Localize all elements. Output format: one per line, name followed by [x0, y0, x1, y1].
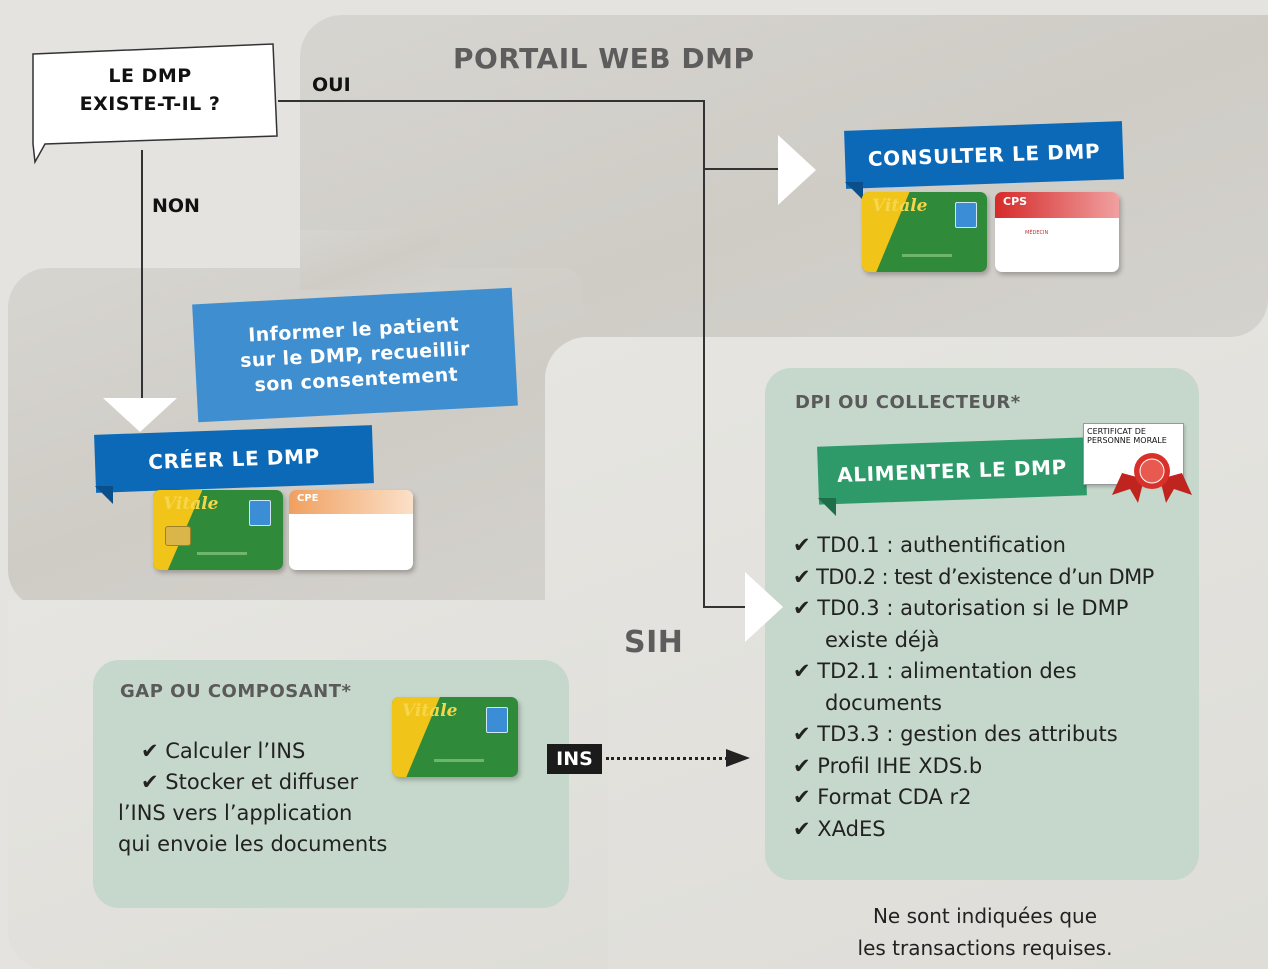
vitale-card-consulter: Vitale	[862, 192, 987, 272]
vitale-card-creer: Vitale	[153, 490, 283, 570]
gap-list: ✔ Calculer l’INS ✔ Stocker et diffuser l…	[118, 736, 387, 860]
info-banner: Informer le patient sur le DMP, recueill…	[192, 287, 518, 423]
oui-line	[278, 100, 704, 102]
alimenter-banner-tail	[818, 498, 836, 516]
consulter-branch	[703, 168, 778, 170]
footnote-line-2: les transactions requises.	[857, 936, 1113, 960]
ins-dotted-line	[606, 757, 728, 760]
dpi-item-4: existe déjà	[825, 627, 940, 652]
gap-item-3: l’INS vers l’application	[118, 801, 353, 825]
gap-title: GAP OU COMPOSANT*	[120, 681, 352, 702]
cps-card: CPS MÉDECIN	[995, 192, 1119, 272]
footnote-line-1: Ne sont indiquées que	[872, 904, 1098, 928]
non-line	[141, 150, 143, 400]
dpi-item-10: ✔ XAdES	[793, 816, 886, 841]
seal-icon	[1112, 453, 1192, 503]
dpi-title: DPI OU COLLECTEUR*	[795, 392, 1021, 413]
portail-title: PORTAIL WEB DMP	[453, 42, 755, 75]
gap-item-4: qui envoie les documents	[118, 832, 388, 856]
ins-label: INS	[547, 744, 602, 774]
sih-title: SIH	[624, 625, 684, 660]
dpi-item-6: documents	[825, 690, 942, 715]
alimenter-banner: ALIMENTER LE DMP	[817, 437, 1087, 505]
gap-item-2: ✔ Stocker et diffuser	[141, 770, 359, 794]
consulter-banner-tail	[845, 182, 863, 200]
oui-label: OUI	[312, 74, 351, 96]
dpi-item-9: ✔ Format CDA r2	[793, 785, 972, 809]
dpi-item-5: ✔ TD2.1 : alimentation des	[793, 659, 1077, 683]
creer-zone-join	[300, 230, 440, 290]
alimenter-arrow	[745, 572, 783, 642]
cpe-card: CPE	[289, 490, 413, 570]
vitale-card-gap: Vitale	[392, 697, 518, 777]
decision-bubble	[32, 43, 278, 165]
dpi-item-2: ✔ TD0.2 : test d’existence d’un DMP	[793, 564, 1154, 589]
consulter-banner: CONSULTER LE DMP	[844, 121, 1124, 189]
dpi-item-7: ✔ TD3.3 : gestion des attributs	[793, 722, 1118, 746]
non-label: NON	[152, 195, 200, 217]
creer-banner: CRÉER LE DMP	[94, 425, 374, 493]
creer-arrow	[103, 398, 177, 432]
creer-banner-tail	[95, 486, 113, 504]
decision-text: LE DMP EXISTE-T-IL ?	[79, 65, 221, 115]
footnote: Ne sont indiquées que les transactions r…	[790, 900, 1180, 964]
dpi-item-3: ✔ TD0.3 : autorisation si le DMP	[793, 596, 1129, 620]
gap-item-1: ✔ Calculer l’INS	[141, 739, 306, 763]
dpi-list: ✔ TD0.1 : authentification ✔ TD0.2 : tes…	[793, 530, 1154, 845]
dpi-item-1: ✔ TD0.1 : authentification	[793, 533, 1066, 557]
alimenter-branch	[703, 606, 755, 608]
dpi-item-8: ✔ Profil IHE XDS.b	[793, 753, 983, 778]
consulter-arrow	[778, 135, 816, 205]
ins-arrowhead	[726, 749, 750, 767]
oui-drop-line	[703, 100, 705, 608]
